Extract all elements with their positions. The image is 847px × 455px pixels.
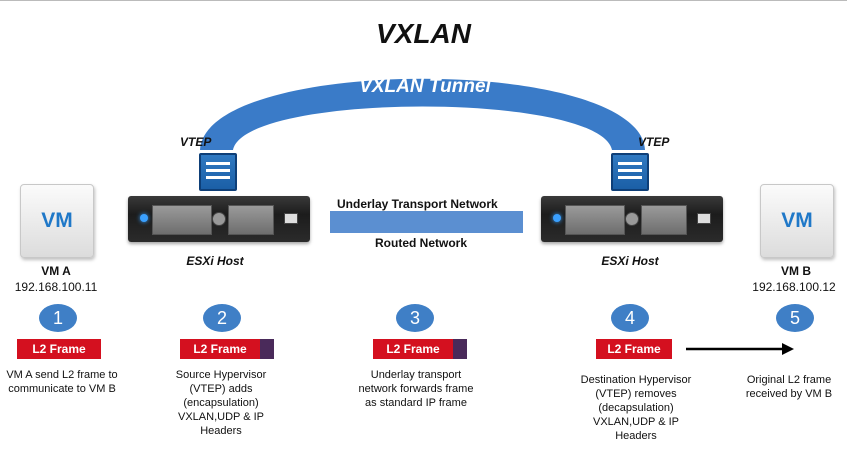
vtep-right-icon	[611, 153, 649, 191]
vm-a-icon: VM	[20, 184, 94, 258]
encap-header-step-3	[453, 339, 467, 359]
routed-network-label: Routed Network	[375, 236, 468, 250]
vm-b-name: VM B	[781, 264, 811, 278]
tunnel-label: VXLAN Tunnel	[359, 76, 491, 97]
esxi-host-right-icon	[541, 196, 723, 242]
esxi-host-left-icon	[128, 196, 310, 242]
vm-a-ip: 192.168.100.11	[14, 280, 98, 294]
step-4-description: Destination Hypervisor(VTEP) removes(dec…	[580, 374, 692, 442]
step-2-badge: 2	[203, 304, 241, 332]
diagram-title: VXLAN	[376, 18, 471, 49]
underlay-network-label: Underlay Transport Network	[337, 197, 498, 211]
top-border	[0, 0, 847, 1]
step-5-badge: 5	[776, 304, 814, 332]
vm-b-icon: VM	[760, 184, 834, 258]
esxi-host-right-label: ESXi Host	[601, 254, 659, 268]
l2-frame-step-2: L2 Frame	[180, 339, 260, 359]
vtep-left-label: VTEP	[180, 135, 212, 149]
underlay-network-bar	[330, 211, 523, 233]
encap-header-step-2	[260, 339, 274, 359]
step-4-badge: 4	[611, 304, 649, 332]
l2-frame-step-1: L2 Frame	[17, 339, 101, 359]
l2-frame-step-3: L2 Frame	[373, 339, 453, 359]
vtep-left-icon	[199, 153, 237, 191]
l2-frame-step-4: L2 Frame	[596, 339, 672, 359]
esxi-host-left-label: ESXi Host	[186, 254, 244, 268]
vtep-right-label: VTEP	[638, 135, 670, 149]
vm-b-ip: 192.168.100.12	[752, 280, 836, 294]
vm-a-name: VM A	[41, 264, 71, 278]
step-2-description: Source Hypervisor(VTEP) adds(encapsulati…	[175, 369, 267, 437]
step-3-badge: 3	[396, 304, 434, 332]
step-1-badge: 1	[39, 304, 77, 332]
